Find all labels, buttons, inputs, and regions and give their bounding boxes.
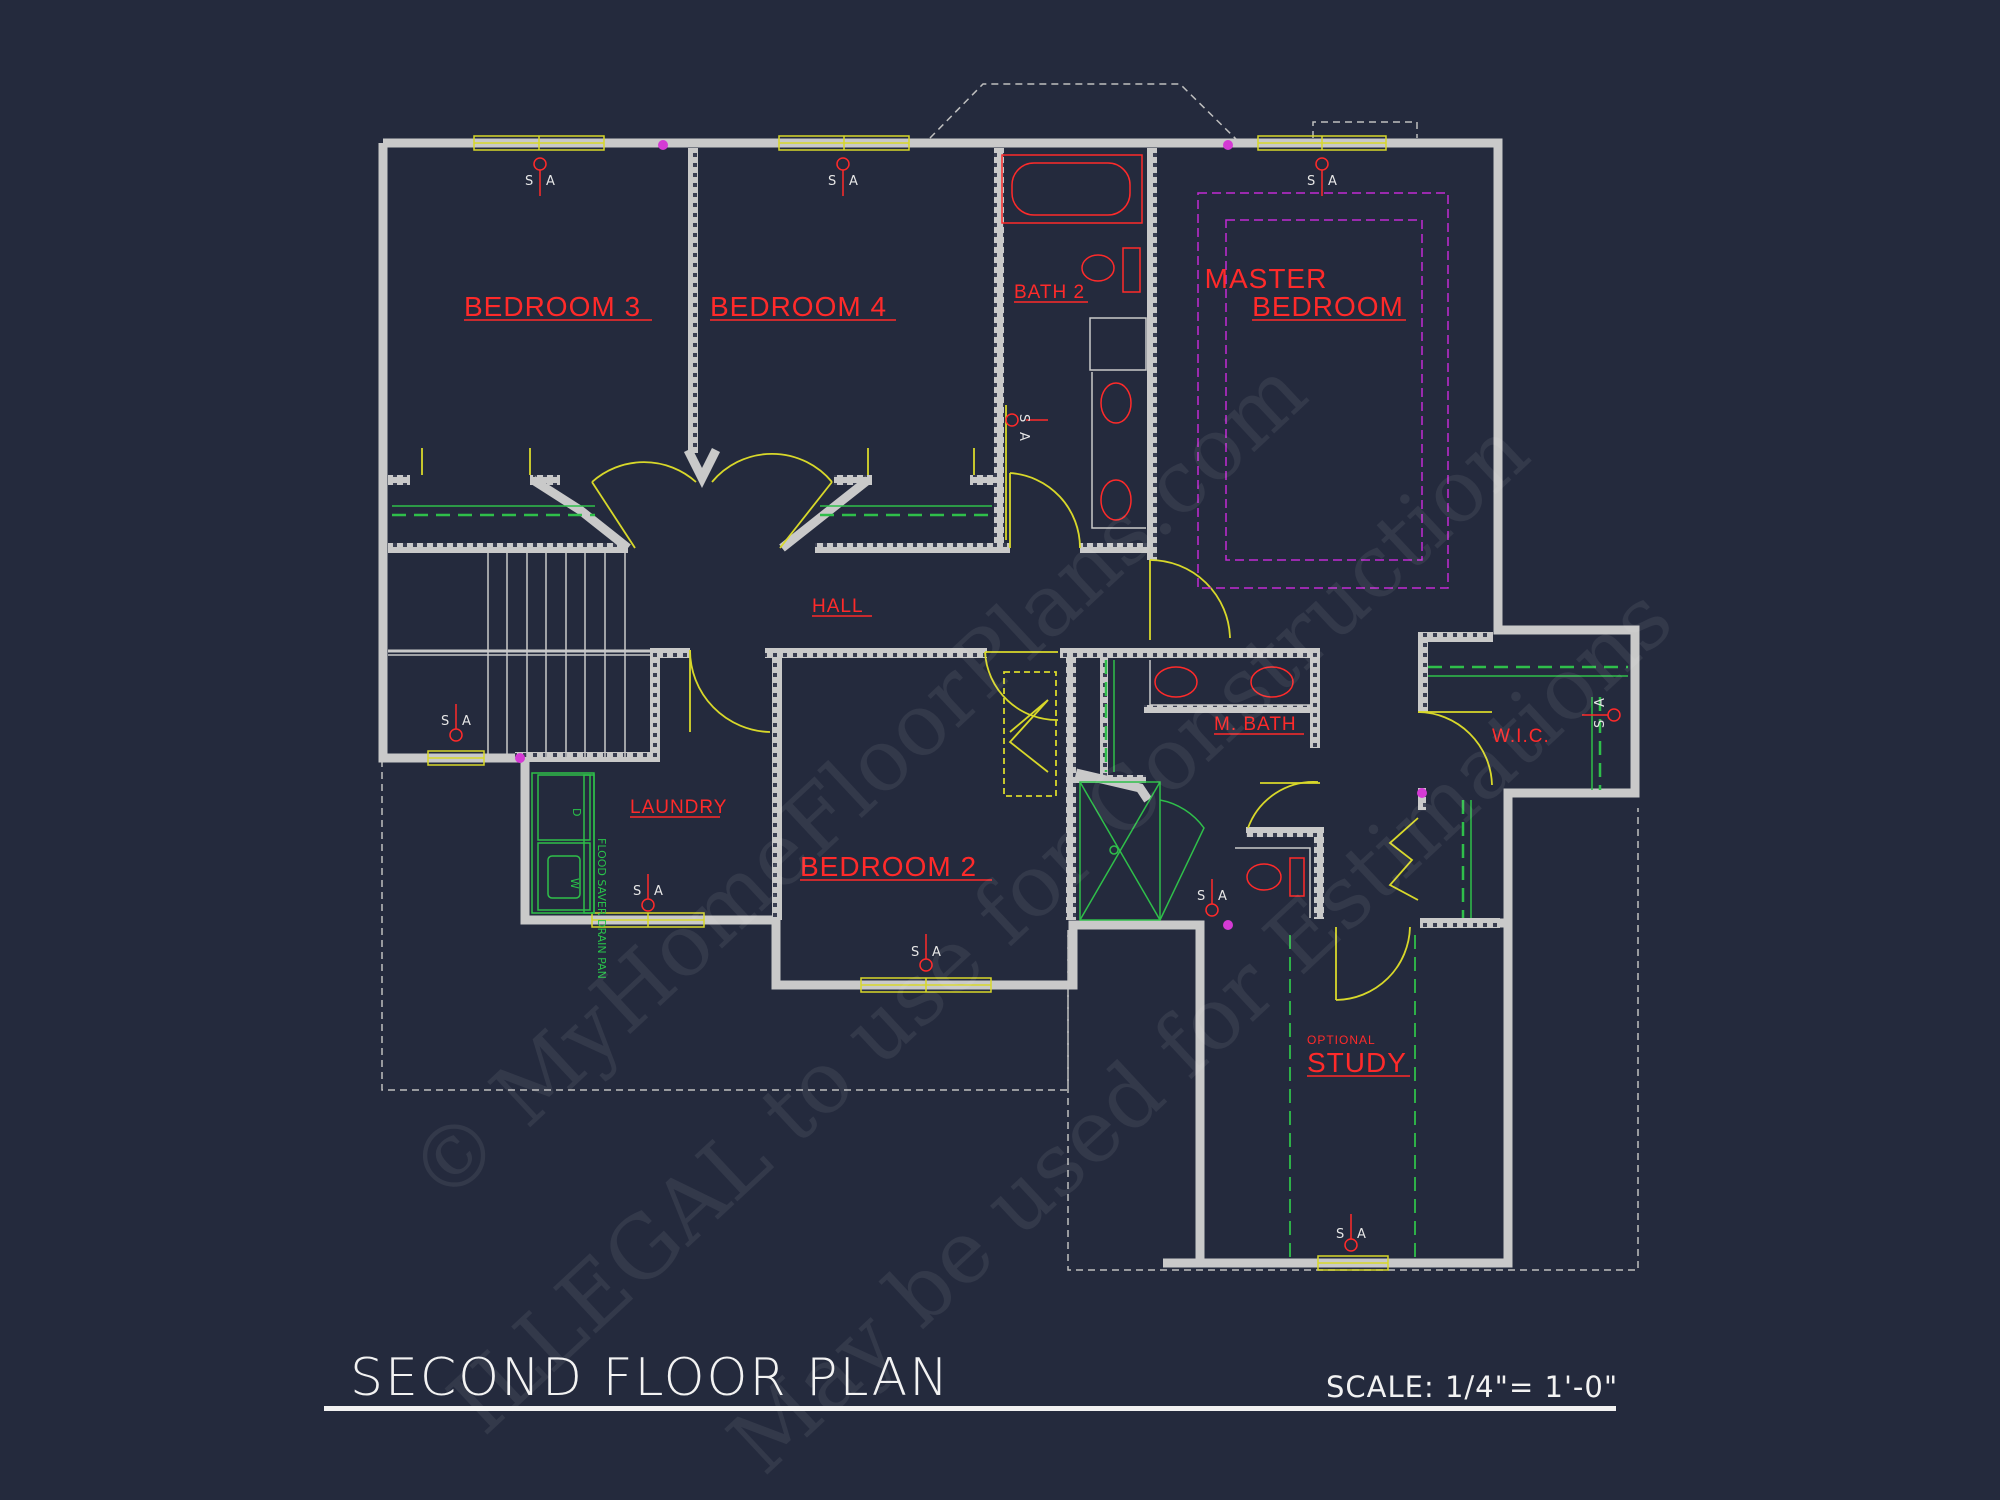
svg-text:A: A: [1357, 1227, 1366, 1242]
laundry-appliances: [531, 772, 595, 914]
smoke-alarms: [449, 157, 1621, 1252]
staircase: [388, 552, 650, 760]
svg-text:A: A: [462, 714, 471, 729]
svg-text:S: S: [633, 884, 641, 899]
svg-text:A: A: [932, 945, 941, 960]
bath-cabinetry: [1089, 317, 1312, 918]
svg-text:S: S: [1336, 1227, 1344, 1242]
room-label-bedroom-2: BEDROOM 2: [800, 851, 977, 882]
room-label-master-bath: M. BATH: [1214, 714, 1297, 735]
svg-text:A: A: [1218, 889, 1227, 904]
room-label-laundry: LAUNDRY: [630, 797, 727, 818]
svg-text:S: S: [911, 945, 919, 960]
svg-text:S: S: [828, 174, 836, 189]
room-label-bath-2: BATH 2: [1014, 282, 1085, 303]
washer-label: W: [568, 878, 581, 889]
closet-shelves: [392, 513, 1628, 1258]
bath-fixtures: [1001, 154, 1305, 897]
room-label-study-note: OPTIONAL: [1307, 1033, 1376, 1047]
svg-text:S: S: [1593, 720, 1608, 728]
svg-text:S: S: [1016, 414, 1031, 422]
svg-text:S: S: [1307, 174, 1315, 189]
svg-text:A: A: [546, 174, 555, 189]
svg-text:A: A: [654, 884, 663, 899]
room-label-study: STUDY: [1307, 1047, 1407, 1078]
dryer-label: D: [570, 808, 583, 816]
svg-text:A: A: [1593, 698, 1608, 707]
wall-markers: [515, 140, 1427, 930]
room-label-bedroom-3: BEDROOM 3: [464, 291, 641, 322]
room-labels: BEDROOM 3 BEDROOM 4 BATH 2 MASTER BEDROO…: [464, 263, 1550, 1078]
svg-text:S: S: [525, 174, 533, 189]
svg-text:S: S: [441, 714, 449, 729]
room-label-hall: HALL: [812, 596, 864, 617]
room-label-master-2: BEDROOM: [1252, 291, 1404, 322]
plan-scale: SCALE: 1/4"= 1'-0": [1326, 1370, 1619, 1404]
svg-text:A: A: [849, 174, 858, 189]
interior-walls: [388, 148, 1500, 928]
title-underline: [324, 1406, 1616, 1411]
plan-title: SECOND FLOOR PLAN: [350, 1348, 951, 1408]
room-label-bedroom-4: BEDROOM 4: [710, 291, 887, 322]
tray-ceiling: [1197, 192, 1449, 589]
closet-shelf-lines: [392, 505, 1628, 918]
room-label-master-1: MASTER: [1205, 263, 1328, 294]
windows: [427, 135, 1389, 1271]
doors: [421, 405, 1493, 1001]
shower: [1079, 781, 1205, 921]
svg-text:A: A: [1328, 174, 1337, 189]
svg-text:A: A: [1016, 432, 1031, 441]
drain-pan-note: FLOOD SAVER DRAIN PAN: [595, 838, 608, 979]
room-label-wic: W.I.C.: [1492, 726, 1550, 747]
svg-text:S: S: [1197, 889, 1205, 904]
angled-walls: [530, 447, 1152, 803]
